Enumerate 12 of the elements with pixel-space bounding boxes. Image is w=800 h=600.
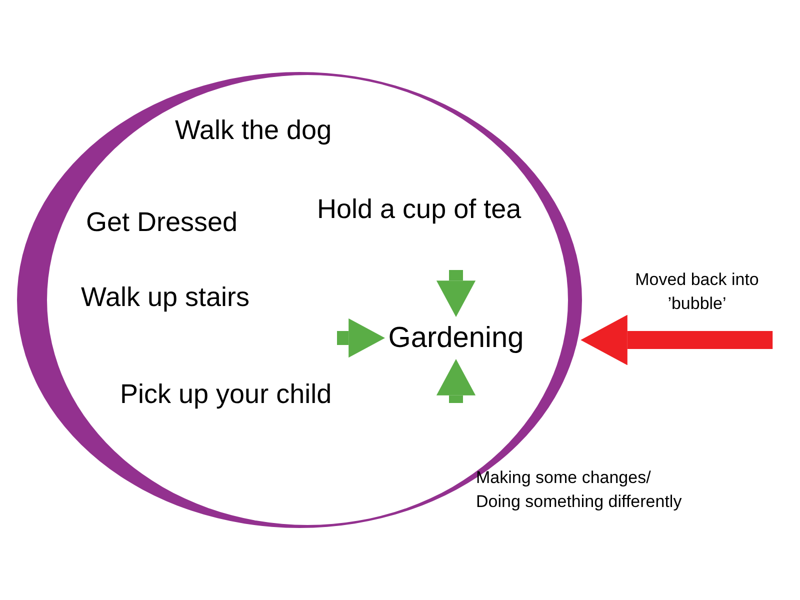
arrow (436, 359, 476, 403)
activity-text: Walk the dog (175, 115, 332, 146)
activity-text: Pick up your child (120, 379, 332, 410)
activity-text: Hold a cup of tea (317, 194, 522, 225)
activity-text: Get Dressed (86, 207, 238, 238)
arrow (580, 314, 773, 366)
activity-text: Walk up stairs (81, 282, 250, 313)
annotation-text: Moved back into ’bubble’ (634, 269, 760, 315)
activity-text: Gardening (387, 321, 525, 356)
annotation-text: Making some changes/ Doing something differently (476, 467, 683, 513)
arrow (337, 318, 385, 358)
arrow (436, 270, 476, 317)
